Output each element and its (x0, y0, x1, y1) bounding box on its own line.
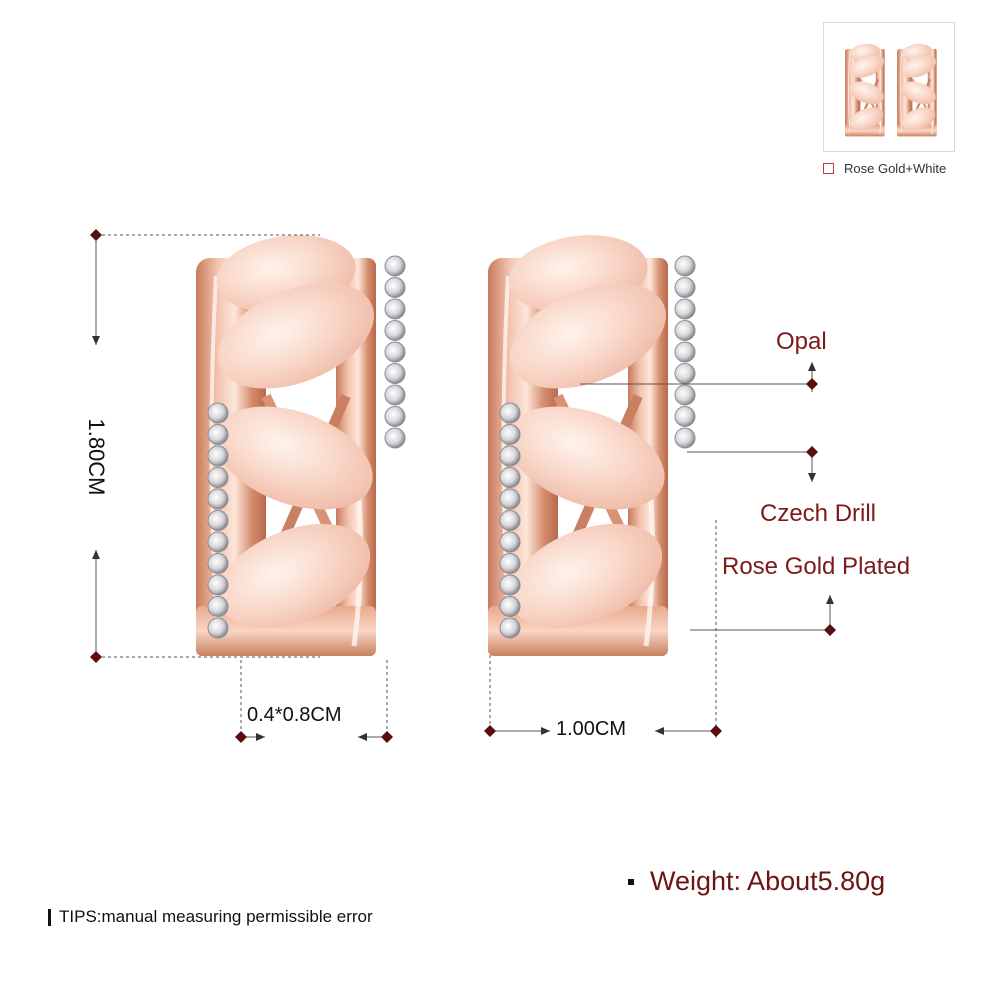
diamond-marker-icon (90, 229, 836, 743)
tips-text: TIPS:manual measuring permissible error (59, 907, 373, 926)
opal-label: Opal (776, 328, 827, 355)
rhinestone (674, 277, 696, 298)
rhinestone (207, 617, 229, 639)
rhinestone (674, 384, 696, 406)
rhinestone (499, 574, 521, 596)
bar-icon (48, 908, 51, 926)
rhinestone (384, 363, 406, 384)
rhinestone (674, 255, 696, 277)
measurement-lines (95, 234, 831, 740)
rhinestone (499, 467, 521, 488)
tips-note: TIPS:manual measuring permissible error (48, 907, 373, 927)
rhinestone (384, 427, 406, 449)
rhinestone (384, 255, 406, 277)
czech-drill-label: Czech Drill (760, 500, 877, 527)
rhinestone (499, 424, 521, 445)
rhinestone (384, 320, 406, 341)
rhinestone (674, 363, 696, 384)
rhinestone (499, 553, 521, 574)
variant-thumbnail[interactable] (823, 22, 955, 152)
rhinestone (207, 510, 229, 531)
rhinestone (674, 427, 696, 449)
rhinestone (207, 553, 229, 574)
inner-width-dimension-label: 0.4*0.8CM (247, 704, 342, 726)
arrow-icon (92, 336, 834, 741)
rhinestone (207, 424, 229, 445)
rhinestone (674, 320, 696, 341)
square-bullet-icon (823, 163, 834, 174)
rhinestone (499, 445, 521, 467)
rhinestone (207, 402, 229, 424)
rhinestone (499, 531, 521, 553)
rhinestone (207, 488, 229, 510)
rhinestone (384, 277, 406, 298)
square-bullet-icon (628, 878, 634, 885)
height-dimension-label: 1.80CM (84, 418, 109, 496)
total-width-dimension-label: 1.00CM (556, 718, 627, 740)
weight-text: Weight: About5.80g (650, 866, 886, 896)
rhinestone (674, 298, 696, 320)
rhinestone (499, 402, 521, 424)
rhinestone (499, 617, 521, 639)
rhinestone (207, 445, 229, 467)
rhinestone (384, 406, 406, 427)
rhinestone (207, 596, 229, 617)
rhinestone (384, 298, 406, 320)
weight-info: Weight: About5.80g (628, 866, 885, 897)
rhinestone (499, 596, 521, 617)
rose-gold-label: Rose Gold Plated (722, 553, 911, 580)
rhinestone (207, 531, 229, 553)
rhinestone (384, 341, 406, 363)
rhinestone (499, 488, 521, 510)
rhinestone (207, 467, 229, 488)
rhinestone (207, 574, 229, 596)
rhinestone (674, 341, 696, 363)
rhinestone (674, 406, 696, 427)
rhinestone (384, 384, 406, 406)
rhinestone (499, 510, 521, 531)
variant-label: Rose Gold+White (844, 161, 947, 176)
variant-option[interactable]: Rose Gold+White (823, 161, 946, 176)
